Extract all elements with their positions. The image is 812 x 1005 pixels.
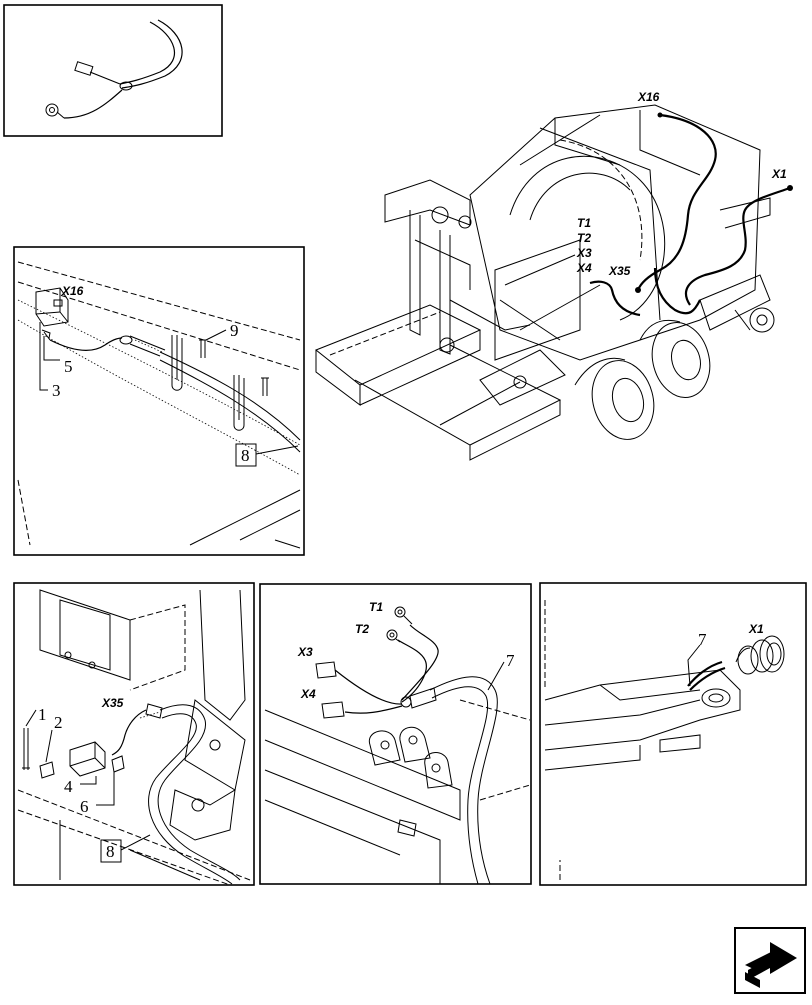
- label-x4-detail: X4: [300, 687, 316, 701]
- label-x16-main: X16: [637, 90, 660, 104]
- callout-3-left: 3: [52, 381, 61, 400]
- label-t2-main: T2: [577, 231, 591, 245]
- callout-8-left: 8: [241, 446, 250, 465]
- callout-box-8-x35: [100, 839, 122, 863]
- label-t1-detail: T1: [369, 600, 383, 614]
- detail-x35: 1 2 4 6 8 X35: [13, 582, 255, 886]
- detail-t1-t2-x3-x4: 7 T1 T2 X3 X4: [259, 583, 532, 885]
- label-x1-detail: X1: [748, 622, 764, 636]
- inset-cable-end: [3, 4, 223, 137]
- callout-7-mid: 7: [506, 651, 515, 670]
- callout-4-x35: 4: [64, 777, 73, 796]
- callout-5-left: 5: [64, 357, 73, 376]
- detail-x16: 9 5 3 8 X16: [13, 246, 305, 556]
- callout-8-x35: 8: [106, 842, 115, 861]
- callout-2-x35: 2: [54, 713, 63, 732]
- label-t2-detail: T2: [355, 622, 369, 636]
- label-t1-main: T1: [577, 216, 591, 230]
- callout-1-x35: 1: [38, 705, 47, 724]
- callout-9-left: 9: [230, 321, 239, 340]
- callout-box-8-left: [235, 443, 257, 467]
- label-x35-detail: X35: [101, 696, 124, 710]
- main-baler-view: X16 X1 T1 T2 X3 X4 X35: [315, 90, 793, 461]
- next-page-arrow-icon[interactable]: [734, 927, 806, 994]
- callout-6-x35: 6: [80, 797, 89, 816]
- label-x1-main: X1: [771, 167, 787, 181]
- label-x3-main: X3: [576, 246, 592, 260]
- detail-x1: 7 X1: [539, 582, 807, 886]
- label-x16-detail: X16: [61, 284, 84, 298]
- label-x3-detail: X3: [297, 645, 313, 659]
- callout-7-right: 7: [698, 630, 707, 649]
- label-x4-main: X4: [576, 261, 592, 275]
- label-x35-main: X35: [608, 264, 631, 278]
